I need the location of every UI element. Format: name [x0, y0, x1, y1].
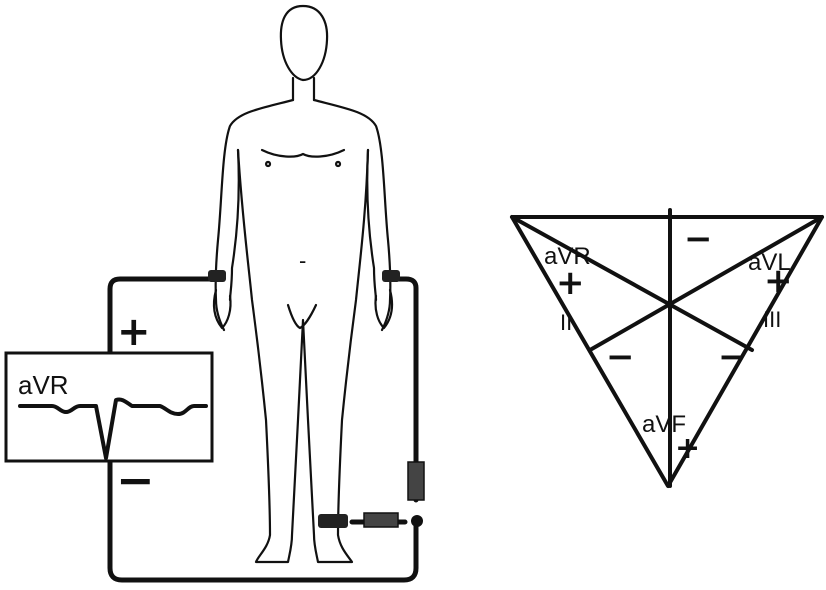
- lead-iii-label: III: [763, 307, 781, 332]
- figure-head: [281, 6, 327, 80]
- figure-left-side: [216, 100, 293, 330]
- figure-legs: [238, 150, 368, 562]
- arm-resistor: [408, 462, 424, 500]
- junction-node: [411, 515, 423, 527]
- avr-axis: [512, 217, 752, 350]
- right-arm-electrode: [208, 270, 226, 282]
- ecg-monitor: aVR: [6, 353, 212, 461]
- body-center-mark: -: [299, 248, 306, 273]
- left-minus-sign: −: [606, 337, 635, 377]
- right-minus-sign: −: [718, 337, 747, 377]
- figure-right-side: [314, 100, 390, 330]
- human-figure: [214, 6, 392, 562]
- figure-chest: [262, 150, 344, 166]
- avl-plus-sign: +: [764, 261, 793, 301]
- left-leg-electrode: [318, 514, 348, 528]
- top-minus-sign: −: [684, 219, 713, 259]
- figure-neck: [293, 78, 314, 100]
- monitor-lead-label: aVR: [18, 370, 69, 400]
- circuit-positive-sign: +: [117, 309, 151, 355]
- lead-ii-label: II: [560, 310, 572, 335]
- avr-plus-sign: +: [556, 263, 585, 303]
- left-arm-electrode: [382, 270, 400, 282]
- avf-plus-sign: +: [675, 431, 700, 466]
- leg-resistor: [364, 513, 398, 527]
